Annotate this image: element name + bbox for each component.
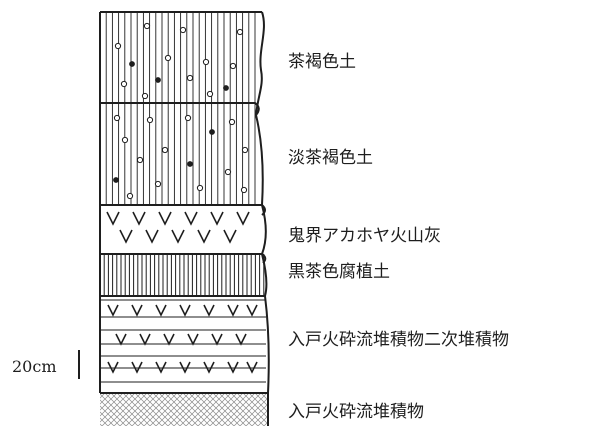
label-black-brown-humus: 黒茶色腐植土 xyxy=(288,262,390,282)
column-right-edge xyxy=(254,11,270,426)
label-brown-soil: 茶褐色土 xyxy=(288,52,356,72)
label-secondary-pyroclastic-deposit: 入戸火砕流堆積物二次堆積物 xyxy=(288,330,509,350)
pebble-dots xyxy=(113,114,249,200)
scale-label: 20cm xyxy=(12,357,57,376)
layer-brown-soil xyxy=(105,12,256,103)
layer-black-brown-humus xyxy=(103,254,265,296)
layer-ito-pyroclastic-flow-deposit xyxy=(100,393,268,426)
label-kikai-akahoya-ash: 鬼界アカホヤ火山灰 xyxy=(288,226,441,246)
label-ito-pyroclastic-flow-deposit: 入戸火砕流堆積物 xyxy=(288,402,424,422)
pebble-dots xyxy=(114,22,244,100)
layer-light-brown-soil xyxy=(105,103,256,205)
layer-secondary-pyroclastic-deposit xyxy=(100,299,266,383)
layer-kikai-akahoya-ash xyxy=(106,211,250,244)
label-light-brown-soil: 淡茶褐色土 xyxy=(288,148,373,168)
